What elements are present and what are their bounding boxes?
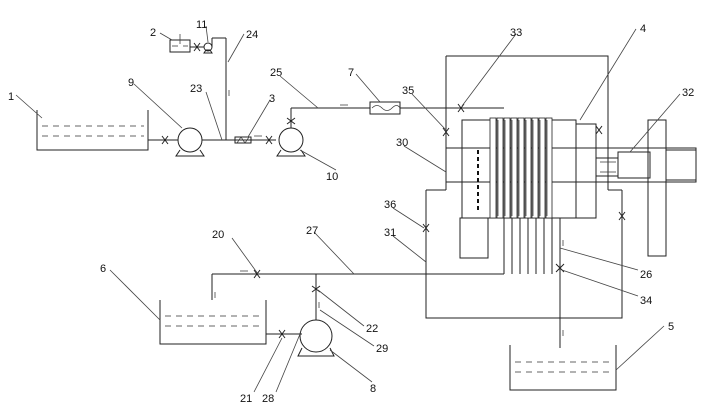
label-22: 22 xyxy=(366,323,378,335)
press-frame-lower xyxy=(425,190,623,319)
label-6: 6 xyxy=(100,263,106,275)
label-9: 9 xyxy=(128,77,134,89)
label-25: 25 xyxy=(270,67,282,79)
valve-34 xyxy=(555,263,565,273)
valve-press-right xyxy=(595,125,603,135)
label-29: 29 xyxy=(376,343,388,355)
valve-tank1-outlet xyxy=(161,135,169,145)
feed-tank-1 xyxy=(36,110,149,151)
static-mixer-3 xyxy=(234,136,252,144)
label-27: 27 xyxy=(306,225,318,237)
label-11: 11 xyxy=(196,19,207,31)
leader-lines xyxy=(15,25,681,393)
label-4: 4 xyxy=(640,23,646,35)
label-32: 32 xyxy=(682,87,694,99)
label-31: 31 xyxy=(384,227,396,239)
pump-9 xyxy=(175,127,226,157)
label-33: 33 xyxy=(510,27,522,39)
valve-frame-right xyxy=(618,211,626,221)
wash-tank-6 xyxy=(159,300,267,345)
label-36: 36 xyxy=(384,199,396,211)
label-8: 8 xyxy=(370,383,376,395)
label-24: 24 xyxy=(246,29,258,41)
filter-press-4 xyxy=(445,117,697,259)
valve-dosing xyxy=(193,42,201,52)
label-7: 7 xyxy=(348,67,354,79)
filtrate-drains xyxy=(503,218,553,274)
label-28: 28 xyxy=(262,393,274,405)
label-3: 3 xyxy=(269,93,275,105)
filtrate-tank-5 xyxy=(509,345,617,391)
pump-10 xyxy=(276,108,306,157)
valve-21 xyxy=(278,329,286,339)
label-30: 30 xyxy=(396,137,408,149)
dosing-tank-2 xyxy=(169,34,191,53)
hydraulic-cylinder-32 xyxy=(595,151,651,179)
label-23: 23 xyxy=(190,83,202,95)
label-1: 1 xyxy=(8,91,14,103)
label-21: 21 xyxy=(240,393,252,405)
label-2: 2 xyxy=(150,27,156,39)
filter-7 xyxy=(369,101,401,115)
valve-pump10-outlet xyxy=(286,117,296,125)
label-34: 34 xyxy=(640,295,652,307)
valve-20 xyxy=(253,269,261,279)
pump-8 xyxy=(297,319,335,357)
valve-36 xyxy=(422,223,430,233)
label-35: 35 xyxy=(402,85,414,97)
label-26: 26 xyxy=(640,269,652,281)
label-10: 10 xyxy=(326,171,338,183)
label-5: 5 xyxy=(668,321,674,333)
valve-35 xyxy=(442,127,450,137)
dosing-pump-11 xyxy=(203,38,213,54)
label-20: 20 xyxy=(212,229,224,241)
valve-pump10-inlet xyxy=(265,135,273,145)
